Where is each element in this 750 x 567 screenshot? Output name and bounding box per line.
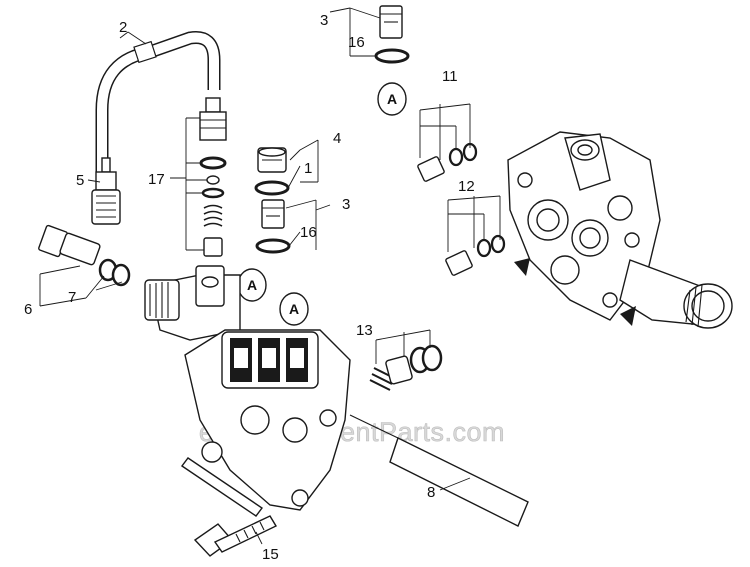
callout-16-top: 16 — [348, 34, 365, 51]
callout-7: 7 — [68, 289, 76, 306]
callout-numbers: 2 5 17 3 16 4 1 3 16 11 12 13 7 6 8 15 — [24, 12, 475, 563]
callout-2: 2 — [119, 19, 127, 36]
reference-badge-right: A — [279, 292, 309, 326]
callout-13: 13 — [356, 322, 373, 339]
callout-16-mid: 16 — [300, 224, 317, 241]
part-filter — [91, 157, 121, 225]
svg-text:A: A — [289, 301, 299, 317]
callout-5: 5 — [76, 172, 84, 189]
part-valve-mid — [255, 199, 291, 254]
part-plug — [254, 147, 290, 196]
part-check-valves — [417, 142, 506, 276]
callout-15: 15 — [262, 546, 279, 563]
part-pump-head — [507, 131, 733, 329]
callout-1: 1 — [304, 160, 312, 177]
part-manifold — [144, 265, 351, 511]
callout-3-mid: 3 — [342, 196, 350, 213]
callout-3-top: 3 — [320, 12, 328, 29]
part-bolt — [180, 457, 277, 557]
callout-11: 11 — [442, 68, 458, 85]
callout-12: 12 — [458, 178, 475, 195]
part-hose — [95, 30, 221, 190]
callout-4: 4 — [333, 130, 341, 147]
reference-badge-top: A — [377, 82, 407, 116]
svg-text:A: A — [387, 91, 397, 107]
callout-8: 8 — [427, 484, 435, 501]
part-valve-top — [374, 5, 410, 64]
callout-6: 6 — [24, 301, 32, 318]
leader-lines — [39, 7, 501, 545]
svg-text:A: A — [247, 277, 257, 293]
part-relief-valve — [369, 344, 443, 391]
reference-badge-left: A — [237, 268, 267, 302]
part-valve-stack — [199, 97, 227, 257]
callout-17: 17 — [148, 171, 165, 188]
part-inlet-fitting — [38, 224, 131, 287]
